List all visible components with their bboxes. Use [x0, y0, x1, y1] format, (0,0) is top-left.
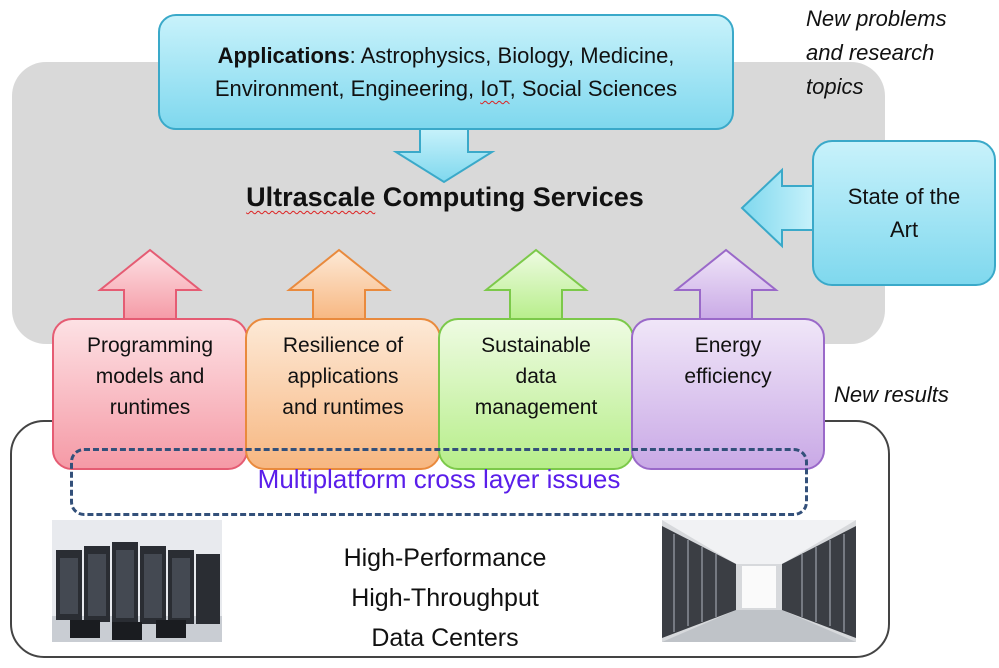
- layer-sustainable-data: Sustainable data management: [438, 318, 634, 470]
- ultrascale-title: Ultrascale Computing Services: [150, 182, 740, 213]
- ultrascale-word: Ultrascale: [246, 182, 376, 212]
- infrastructure-list: High-Performance High-Throughput Data Ce…: [250, 538, 640, 658]
- computing-services-text: Computing Services: [375, 182, 644, 212]
- applications-list-2a: Environment, Engineering,: [214, 76, 481, 101]
- applications-list-1: : Astrophysics, Biology, Medicine,: [349, 43, 675, 68]
- layer-line: Sustainable: [481, 334, 591, 357]
- new-problems-note: New problems and research topics: [806, 2, 996, 104]
- layer-line: Resilience of: [282, 334, 404, 357]
- cross-layer-band: [70, 448, 808, 516]
- layer-line: efficiency: [684, 365, 772, 388]
- arrow-up-energy: [673, 248, 779, 321]
- note-line: topics: [806, 74, 864, 99]
- layer-line: Programming: [86, 334, 214, 357]
- infra-line: Data Centers: [371, 624, 519, 652]
- layer-line: data: [515, 365, 557, 388]
- arrow-down-applications: [392, 127, 496, 184]
- layer-energy-efficiency: Energy efficiency: [631, 318, 825, 470]
- state-of-art-line1: State of the: [847, 184, 961, 209]
- new-results-note: New results: [834, 382, 949, 407]
- infra-line: High-Throughput: [351, 584, 539, 612]
- note-line: New problems: [806, 6, 947, 31]
- applications-list-2b: , Social Sciences: [509, 76, 678, 101]
- layer-line: applications: [287, 365, 399, 388]
- applications-iot: IoT: [480, 76, 510, 101]
- applications-box: Applications: Astrophysics, Biology, Med…: [158, 14, 734, 130]
- layer-line: management: [474, 396, 598, 419]
- layer-line: runtimes: [109, 396, 191, 419]
- arrow-left-state-of-art: [740, 167, 815, 249]
- state-of-art-line2: Art: [889, 217, 919, 242]
- applications-label: Applications: [217, 43, 350, 68]
- layer-resilience: Resilience of applications and runtimes: [245, 318, 441, 470]
- layer-line: and runtimes: [282, 396, 404, 419]
- arrow-up-programming: [97, 248, 203, 321]
- layer-line: models and: [95, 365, 205, 388]
- supercomputer-photo: [52, 520, 222, 642]
- layer-line: Energy: [694, 334, 762, 357]
- infra-line: High-Performance: [343, 544, 547, 572]
- arrow-up-sustainable: [483, 248, 589, 321]
- arrow-up-resilience: [286, 248, 392, 321]
- state-of-art-box: State of the Art: [812, 140, 996, 286]
- datacenter-photo: [662, 520, 856, 642]
- applications-text: Applications: Astrophysics, Biology, Med…: [215, 39, 677, 105]
- note-line: and research: [806, 40, 935, 65]
- cross-layer-label: Multiplatform cross layer issues: [257, 464, 621, 494]
